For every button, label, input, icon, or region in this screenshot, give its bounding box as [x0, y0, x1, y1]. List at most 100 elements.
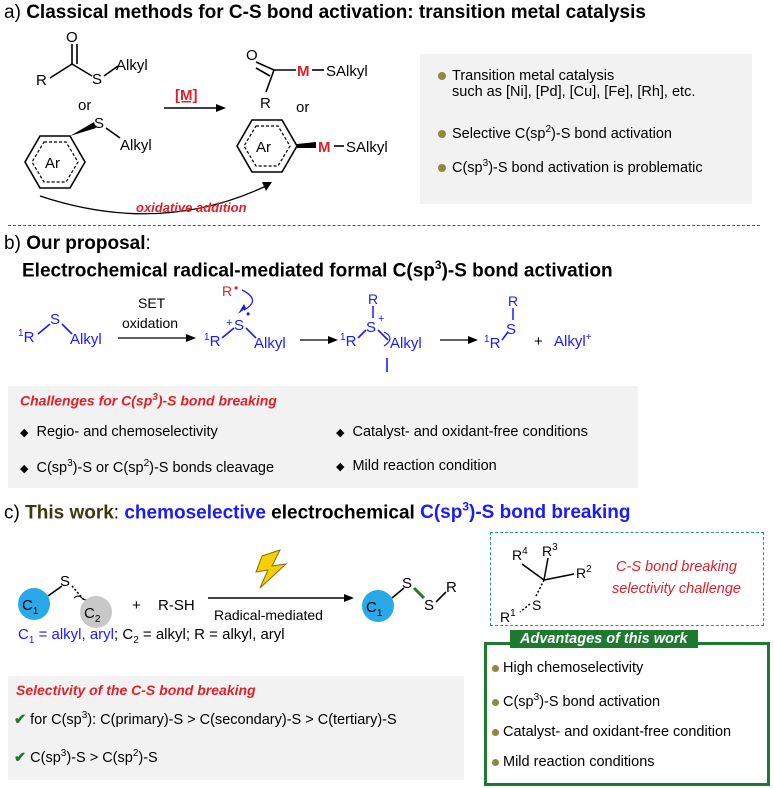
section-a-title: Classical methods for C-S bond activatio…: [26, 2, 646, 23]
atom-o: O: [246, 47, 258, 64]
alkyl-label: Alkyl: [70, 331, 102, 348]
bullet-a-3: C(sp3)-S bond activation is problematic: [438, 158, 703, 176]
bond: [47, 585, 63, 597]
section-b-header: b) Our proposal:: [4, 233, 151, 254]
diamond-icon: ◆: [336, 427, 345, 439]
bond: [357, 329, 367, 339]
check-icon: ✔: [14, 749, 27, 766]
bond: [37, 323, 51, 335]
plus-sign: +: [534, 333, 543, 350]
advantage-item-2: C(sp3)-S bond activation: [492, 692, 660, 710]
new-ss-bond: [412, 586, 426, 600]
challenge-structure: R4 R3 R2 S R1: [500, 542, 592, 624]
atom-s: S: [402, 575, 412, 592]
arrow-head: [216, 104, 226, 112]
section-c-header: c) This work: chemoselective electrochem…: [4, 500, 631, 524]
atom-r: R: [260, 95, 271, 112]
electron-arrow: [241, 289, 254, 311]
challenges-box: [8, 386, 638, 488]
atom-r: R: [508, 293, 518, 309]
bond: [245, 327, 257, 339]
bullet-dot: [492, 728, 499, 736]
plus-sign: +: [132, 597, 141, 614]
alkyl-label: Alkyl: [390, 335, 422, 352]
section-divider: [8, 225, 760, 226]
bullet-dot: [492, 698, 499, 706]
bond: [521, 563, 545, 581]
lightning-icon: [255, 549, 288, 589]
bullet-a-1: Transition metal catalysis such as [Ni],…: [438, 68, 695, 100]
section-a-header: a) Classical methods for C-S bond activa…: [4, 2, 646, 24]
cleavage-arrow: [383, 331, 391, 347]
arrow-head: [328, 336, 338, 344]
atom-s: S: [60, 573, 70, 590]
alkyl-label: Alkyl: [254, 335, 286, 352]
bond: [255, 67, 271, 77]
atom-s: S: [92, 71, 102, 88]
advantage-item-1: High chemoselectivity: [492, 660, 643, 676]
bond: [105, 127, 121, 139]
atom-r: R: [368, 291, 378, 307]
atom-s: S: [94, 115, 104, 132]
c1-sphere: [18, 588, 50, 620]
section-b-title: Our proposal: [26, 233, 146, 254]
oxidation-label: oxidation: [122, 315, 178, 331]
bullet-a-2: Selective C(sp2)-S bond activation: [438, 124, 672, 142]
challenge-item-1: ◆Regio- and chemoselectivity: [20, 424, 218, 440]
cleavable-bond: [519, 603, 531, 613]
section-c-scheme: C1 S C2 + R-SH Radical-mediated C1 S S R: [18, 549, 457, 628]
this-work-label: This work: [25, 502, 114, 524]
oxidative-addition-arrow: [39, 185, 267, 215]
atom-o: O: [66, 29, 78, 46]
benzene-ring: [236, 119, 298, 173]
metal-catalyst-label: [M]: [175, 87, 198, 104]
c1-sphere: [362, 590, 394, 622]
atom-s: S: [234, 317, 244, 334]
bullet-dot: [492, 758, 499, 766]
r2-label: R2: [576, 564, 592, 581]
arrow-head: [344, 594, 354, 602]
bold-bond: [297, 142, 316, 148]
metal-m: M: [297, 63, 310, 80]
check-icon: ✔: [14, 711, 27, 728]
bond: [49, 63, 73, 79]
section-b-subtitle: Electrochemical radical-mediated formal …: [22, 258, 613, 282]
atom-s: S: [366, 319, 376, 336]
thiol-label: R-SH: [158, 597, 195, 614]
bond: [391, 587, 405, 599]
alkyl-label: Alkyl: [120, 137, 152, 154]
arrow-head: [186, 334, 196, 342]
section-a-bullets-box: [420, 54, 752, 204]
bond: [221, 327, 235, 339]
radical-dot: •: [234, 282, 238, 295]
selectivity-item-2: ✔C(sp3)-S > C(sp2)-S: [14, 748, 158, 766]
atom-s: S: [506, 321, 516, 338]
selectivity-item-1: ✔for C(sp3): C(primary)-S > C(secondary)…: [14, 710, 397, 728]
r3-label: R3: [542, 542, 558, 559]
challenge-box: [490, 532, 764, 626]
radical-mediated-label: Radical-mediated: [214, 607, 323, 623]
r1-label: R1: [500, 608, 516, 624]
atom-s: S: [424, 597, 434, 614]
bond: [501, 331, 509, 341]
bond: [265, 69, 275, 93]
definitions-line: C1 = alkyl, aryl; C2 = alkyl; R = alkyl,…: [18, 626, 285, 646]
bond: [255, 61, 275, 71]
cleavable-bond: [71, 585, 85, 601]
bond: [71, 63, 93, 77]
or-label: or: [296, 99, 309, 116]
radical-dot: •: [246, 307, 250, 321]
r4-label: R4: [512, 546, 528, 563]
diamond-icon: ◆: [20, 462, 29, 475]
atom-s: S: [50, 311, 60, 328]
cleavable-bond: [535, 579, 545, 597]
challenge-item-3: ◆C(sp3)-S or C(sp2)-S bonds cleavage: [20, 458, 275, 476]
diamond-icon: ◆: [20, 427, 29, 439]
arrow-head: [238, 304, 246, 314]
bond: [103, 65, 119, 77]
bond: [543, 573, 575, 581]
set-label: SET: [138, 295, 166, 311]
r1-label: 1R: [340, 332, 357, 350]
bond: [377, 329, 389, 341]
r1-label: 1R: [18, 328, 35, 346]
